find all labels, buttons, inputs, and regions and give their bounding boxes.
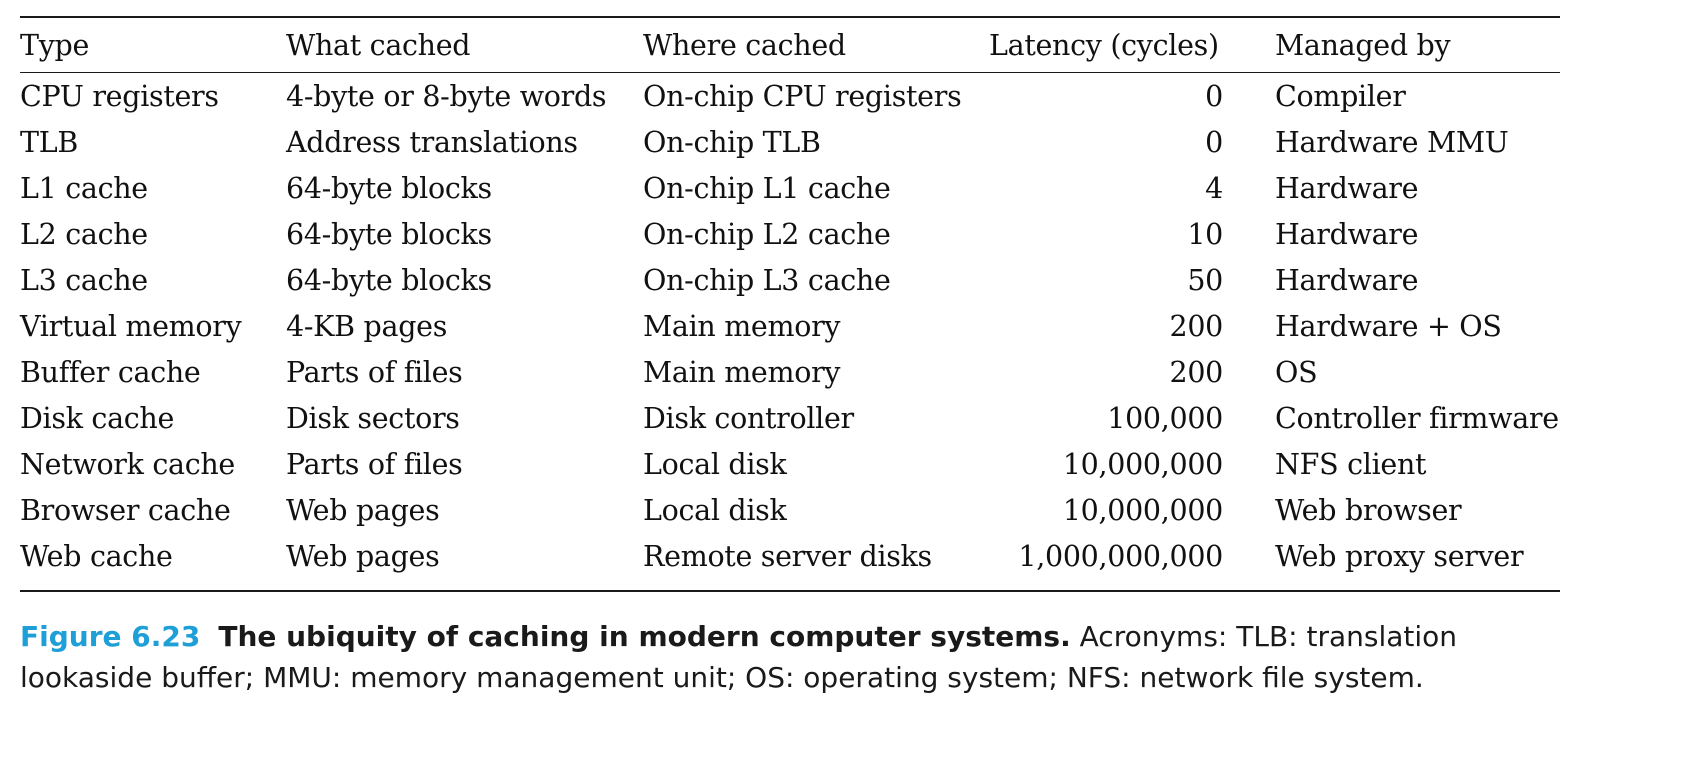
cell-where-cached: On-chip L2 cache — [643, 217, 891, 251]
cell-what-cached: 4-KB pages — [286, 310, 448, 344]
cell-where-cached: Main memory — [643, 356, 841, 390]
cell-what-cached: Disk sectors — [286, 402, 460, 436]
cell-type: Virtual memory — [20, 310, 242, 344]
cell-latency: 0 — [1205, 125, 1223, 159]
header-type: Type — [20, 28, 90, 62]
table-top-rule — [20, 16, 1560, 18]
cell-what-cached: Address translations — [286, 125, 578, 159]
figure-caption: Figure 6.23 The ubiquity of caching in mo… — [20, 616, 1565, 698]
cell-type: L3 cache — [20, 263, 148, 297]
figure-caption-text: Acronyms: TLB: translation lookaside buf… — [20, 620, 1458, 695]
cell-type: L1 cache — [20, 171, 148, 205]
cell-latency: 200 — [1169, 310, 1224, 344]
header-where-cached: Where cached — [643, 28, 846, 62]
cell-type: Disk cache — [20, 402, 175, 436]
cell-what-cached: 64-byte blocks — [286, 217, 492, 251]
cell-latency: 100,000 — [1107, 402, 1223, 436]
table-row: L2 cache 64-byte blocks On-chip L2 cache 10… — [20, 211, 1560, 257]
cell-managed-by: OS — [1275, 356, 1318, 390]
cell-type: L2 cache — [20, 217, 148, 251]
cell-latency: 10 — [1187, 217, 1223, 251]
figure-title: The ubiquity of caching in modern comput… — [218, 620, 1071, 654]
cell-what-cached: 64-byte blocks — [286, 171, 492, 205]
cell-where-cached: On-chip L1 cache — [643, 171, 891, 205]
cell-managed-by: Hardware — [1275, 263, 1419, 297]
cell-what-cached: Web pages — [286, 540, 440, 574]
figure: Type What cached Where cached Latency (c… — [20, 16, 1560, 698]
cell-where-cached: Local disk — [643, 448, 787, 482]
cell-managed-by: Compiler — [1275, 79, 1406, 113]
table-row: Buffer cache Parts of files Main memory 200… — [20, 350, 1560, 396]
table-row: TLB Address translations On-chip TLB 0 Hardw… — [20, 119, 1560, 165]
cell-what-cached: 4-byte or 8-byte words — [286, 79, 607, 113]
table-bottom-rule — [20, 590, 1560, 593]
cell-where-cached: Main memory — [643, 310, 841, 344]
cell-managed-by: Hardware — [1275, 217, 1419, 251]
cell-type: CPU registers — [20, 79, 219, 113]
cell-type: Web cache — [20, 540, 173, 574]
cell-managed-by: Controller firmware — [1275, 402, 1559, 436]
cell-where-cached: On-chip CPU registers — [643, 79, 962, 113]
cell-managed-by: Hardware — [1275, 171, 1419, 205]
caching-table: Type What cached Where cached Latency (c… — [20, 18, 1560, 580]
table-row: Web cache Web pages Remote server disks 1,0… — [20, 534, 1560, 580]
cell-type: Browser cache — [20, 494, 231, 528]
cell-where-cached: Disk controller — [643, 402, 854, 436]
header-what-cached: What cached — [286, 28, 471, 62]
table-row: CPU registers 4-byte or 8-byte words On-ch… — [20, 73, 1560, 119]
cell-managed-by: Hardware + OS — [1275, 310, 1502, 344]
cell-managed-by: NFS client — [1275, 448, 1427, 482]
table-row: Network cache Parts of files Local disk 10,… — [20, 442, 1560, 488]
cell-managed-by: Web proxy server — [1275, 540, 1524, 574]
cell-latency: 0 — [1205, 79, 1223, 113]
cell-managed-by: Web browser — [1275, 494, 1462, 528]
cell-latency: 10,000,000 — [1062, 494, 1223, 528]
cell-where-cached: Local disk — [643, 494, 787, 528]
header-managed-by: Managed by — [1275, 28, 1451, 62]
cell-what-cached: 64-byte blocks — [286, 263, 492, 297]
cell-latency: 4 — [1205, 171, 1223, 205]
table-row: L1 cache 64-byte blocks On-chip L1 cache 4 H… — [20, 165, 1560, 211]
cell-managed-by: Hardware MMU — [1275, 125, 1509, 159]
table-row: Virtual memory 4-KB pages Main memory 200 Ha… — [20, 303, 1560, 349]
cell-where-cached: On-chip TLB — [643, 125, 821, 159]
table-row: Disk cache Disk sectors Disk controller 100… — [20, 396, 1560, 442]
cell-type: Network cache — [20, 448, 235, 482]
cell-what-cached: Parts of files — [286, 356, 463, 390]
table-header-rule — [20, 72, 1560, 73]
cell-what-cached: Parts of files — [286, 448, 463, 482]
cell-where-cached: On-chip L3 cache — [643, 263, 891, 297]
cell-where-cached: Remote server disks — [643, 540, 932, 574]
table-row: L3 cache 64-byte blocks On-chip L3 cache 50… — [20, 257, 1560, 303]
header-latency: Latency (cycles) — [989, 28, 1219, 62]
cell-type: Buffer cache — [20, 356, 201, 390]
cell-latency: 1,000,000,000 — [1018, 540, 1223, 574]
cell-latency: 50 — [1187, 263, 1223, 297]
cell-type: TLB — [20, 125, 78, 159]
cell-latency: 10,000,000 — [1062, 448, 1223, 482]
figure-label: Figure 6.23 — [20, 620, 201, 654]
cell-latency: 200 — [1169, 356, 1224, 390]
table-header-row: Type What cached Where cached Latency (c… — [20, 18, 1560, 72]
table-row: Browser cache Web pages Local disk 10,000,0… — [20, 488, 1560, 534]
cell-what-cached: Web pages — [286, 494, 440, 528]
